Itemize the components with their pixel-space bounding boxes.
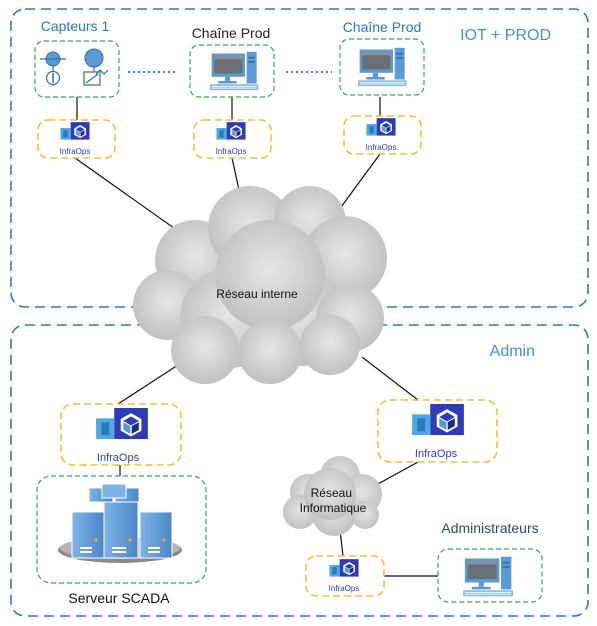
gateway-sensors[interactable]: InfraOps: [37, 119, 116, 159]
prod1-label: Chaîne Prod: [192, 25, 271, 41]
svg-text:InfraOps: InfraOps: [216, 147, 247, 156]
link-cloud-gw-admin: [361, 356, 419, 401]
gateway-admin[interactable]: InfraOps: [377, 399, 498, 463]
sensors-label: Capteurs 1: [41, 18, 110, 34]
prod2-label: Chaîne Prod: [343, 19, 422, 35]
sensor-icon: [40, 48, 109, 86]
cloud-icon: [283, 456, 382, 536]
gateway-scada[interactable]: InfraOps: [60, 403, 182, 466]
monitor-icon: [463, 556, 514, 597]
monitor-icon: [210, 51, 259, 91]
svg-text:InfraOps: InfraOps: [97, 452, 140, 464]
it-network-label: Réseau Informatique: [300, 486, 367, 515]
server-icon: [58, 483, 182, 563]
monitor-icon: [358, 47, 407, 87]
admins-label: Administrateurs: [441, 520, 538, 536]
scada-label: Serveur SCADA: [68, 590, 170, 606]
gateway-prod2[interactable]: InfraOps: [343, 115, 422, 155]
gateway-it[interactable]: InfraOps: [305, 555, 385, 597]
internal-network-label: Réseau interne: [216, 287, 298, 301]
svg-text:InfraOps: InfraOps: [415, 448, 458, 460]
zone-iot-prod-label: IOT + PROD: [460, 27, 551, 44]
link-gw-admin-itnet: [375, 461, 419, 486]
link-cloud-gw-scada: [117, 364, 179, 405]
sensors-box[interactable]: [34, 40, 120, 98]
connections: [74, 97, 438, 577]
svg-text:InfraOps: InfraOps: [366, 143, 397, 152]
svg-text:InfraOps: InfraOps: [329, 584, 360, 593]
cloud-icon: [133, 186, 387, 384]
gateway-prod1[interactable]: InfraOps: [193, 119, 272, 159]
zone-admin-label: Admin: [490, 343, 535, 360]
svg-text:InfraOps: InfraOps: [60, 147, 91, 156]
